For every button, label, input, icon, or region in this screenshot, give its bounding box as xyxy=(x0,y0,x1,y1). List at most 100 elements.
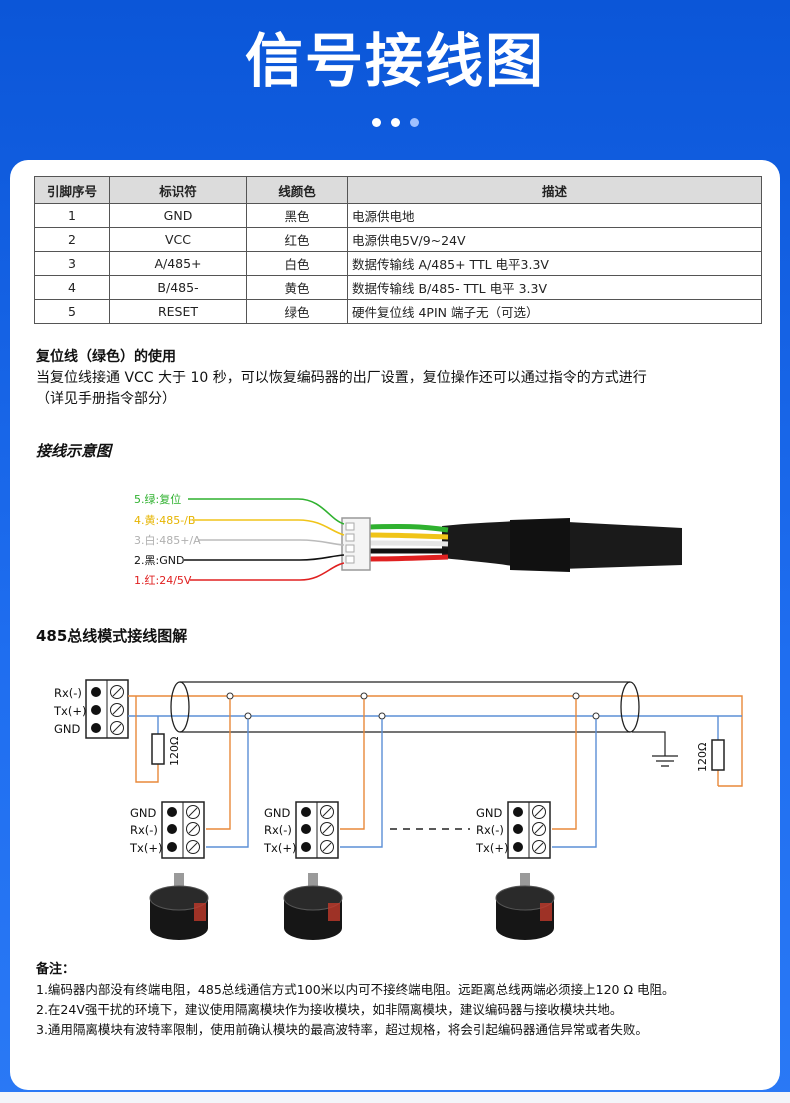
slave-terminal-2 xyxy=(295,801,339,859)
right-resistor-label: 120Ω xyxy=(696,743,709,772)
rx-trunk-line xyxy=(128,695,743,787)
page-title: 信号接线图 xyxy=(244,27,545,95)
terminal-screw xyxy=(91,723,101,733)
carousel-dots xyxy=(0,112,790,131)
cell: RESET xyxy=(109,299,247,324)
dot-1 xyxy=(371,118,381,127)
dot-2 xyxy=(390,118,400,127)
inner-wire-white xyxy=(369,540,449,547)
bus-title: 485总线模式接线图解 xyxy=(36,627,188,645)
connector-pin xyxy=(345,555,355,564)
notes-title: 备注： xyxy=(36,962,76,977)
table-row: 1 GND 黑色 电源供电地 xyxy=(34,203,762,228)
notes-section: 备注： 1.编码器内部没有终端电阻，485总线通信方式100米以内可不接终端电阻… xyxy=(36,960,675,1040)
dot-3 xyxy=(409,118,419,127)
pin-table-header: 引脚序号 标识符 线颜色 描述 xyxy=(34,176,762,204)
cell: 数据传输线 B/485- TTL 电平 3.3V xyxy=(347,275,762,300)
slave3-label-tx: Tx(+) xyxy=(475,841,508,855)
cell: 1 xyxy=(34,203,110,228)
inner-wire-red xyxy=(369,554,449,562)
slave2-label-gnd: GND xyxy=(264,806,291,820)
shield-cable xyxy=(180,681,630,733)
slave1-label-rx: Rx(-) xyxy=(130,823,158,837)
inner-wire-green xyxy=(369,523,449,533)
drop-rx-1 xyxy=(206,699,231,830)
lead-white xyxy=(198,539,345,546)
slave-terminal-3 xyxy=(507,801,551,859)
lead-red xyxy=(190,562,345,581)
drop-tx-1 xyxy=(206,719,249,848)
lead-black xyxy=(184,554,345,561)
bus-diagram: Rx(-) Tx(+) GND 120Ω xyxy=(53,679,743,940)
ground-icon xyxy=(652,755,678,767)
inner-wire-yellow xyxy=(369,532,449,540)
screw-slot xyxy=(112,687,122,697)
cell: GND xyxy=(109,203,247,228)
encoder-icon xyxy=(495,873,555,940)
connector-pin xyxy=(345,522,355,531)
table-row: 4 B/485- 黄色 数据传输线 B/485- TTL 电平 3.3V xyxy=(34,275,762,300)
connector-pin xyxy=(345,544,355,553)
left-term-rx xyxy=(135,696,159,783)
master-label-tx: Tx(+) xyxy=(53,704,86,718)
bottom-strip xyxy=(0,1092,790,1103)
cell: 电源供电5V/9~24V xyxy=(347,227,762,252)
encoder-icon xyxy=(149,873,209,940)
wire-label-black: 2.黑:GND xyxy=(134,554,184,567)
cell: 5 xyxy=(34,299,110,324)
slave1-label-tx: Tx(+) xyxy=(129,841,162,855)
wire-label-yellow: 4.黄:485-/B xyxy=(134,513,195,527)
junction xyxy=(226,692,234,700)
slave3-label-gnd: GND xyxy=(476,806,503,820)
col-desc: 描述 xyxy=(347,176,762,204)
shield-left-end xyxy=(170,681,190,733)
note-item: 3.通用隔离模块有波特率限制，使用前确认模块的最高波特率，超过规格，将会引起编码… xyxy=(36,1022,648,1037)
drop-tx-2 xyxy=(340,719,383,848)
shield-right-end xyxy=(620,681,640,733)
drop-tx-3 xyxy=(552,719,597,848)
right-terminator-resistor xyxy=(711,739,725,771)
terminal-screw xyxy=(91,705,101,715)
cell: A/485+ xyxy=(109,251,247,276)
terminal-screw xyxy=(91,687,101,697)
note-item: 2.在24V强干扰的环境下，建议使用隔离模块作为接收模块，如非隔离模块，建议编码… xyxy=(36,1002,623,1017)
cell: 白色 xyxy=(246,251,348,276)
shield-ground-wire xyxy=(632,731,666,756)
screw-slot xyxy=(112,705,122,715)
wire-label-green: 5.绿:复位 xyxy=(134,492,181,506)
reset-title: 复位线（绿色）的使用 xyxy=(36,349,176,365)
master-label-gnd: GND xyxy=(54,722,81,736)
slave2-label-tx: Tx(+) xyxy=(263,841,296,855)
table-row: 5 RESET 绿色 硬件复位线 4PIN 端子无（可选） xyxy=(34,299,762,324)
slave2-label-rx: Rx(-) xyxy=(264,823,292,837)
left-resistor-label: 120Ω xyxy=(168,737,181,766)
cable-sleeve xyxy=(510,518,570,572)
junction xyxy=(244,712,252,720)
col-pin: 引脚序号 xyxy=(34,176,110,204)
wire-label-red: 1.红:24/5V xyxy=(134,574,192,587)
table-row: 3 A/485+ 白色 数据传输线 A/485+ TTL 电平3.3V xyxy=(34,251,762,276)
wire-label-white: 3.白:485+/A xyxy=(134,533,201,547)
junction xyxy=(592,712,600,720)
junction xyxy=(572,692,580,700)
screw-slot xyxy=(112,723,122,733)
cell: 黄色 xyxy=(246,275,348,300)
encoder-icon xyxy=(283,873,343,940)
connector-pin xyxy=(345,533,355,542)
pin-table: 引脚序号 标识符 线颜色 描述 1 GND 黑色 电源供电地 2 VCC 红色 … xyxy=(34,176,762,324)
drop-rx-3 xyxy=(552,699,577,830)
wiring-title: 接线示意图 xyxy=(36,442,112,460)
cable-illustration: 5.绿:复位 4.黄:485-/B 3.白:485+/A 2.黑:GND 1.红… xyxy=(134,492,682,587)
left-terminator-resistor xyxy=(151,733,165,765)
slave3-label-rx: Rx(-) xyxy=(476,823,504,837)
drop-rx-2 xyxy=(340,699,365,830)
note-item: 1.编码器内部没有终端电阻，485总线通信方式100米以内可不接终端电阻。远距离… xyxy=(36,982,675,997)
reset-desc: 当复位线接通 VCC 大于 10 秒，可以恢复编码器的出厂设置，复位操作还可以通… xyxy=(36,370,647,386)
slave-terminal-1 xyxy=(161,801,205,859)
lead-green xyxy=(188,498,345,525)
junction xyxy=(360,692,368,700)
cell: 硬件复位线 4PIN 端子无（可选） xyxy=(347,299,762,324)
lead-yellow xyxy=(194,519,345,536)
content-card: 引脚序号 标识符 线颜色 描述 1 GND 黑色 电源供电地 2 VCC 红色 … xyxy=(10,160,780,1090)
master-label-rx: Rx(-) xyxy=(54,686,82,700)
